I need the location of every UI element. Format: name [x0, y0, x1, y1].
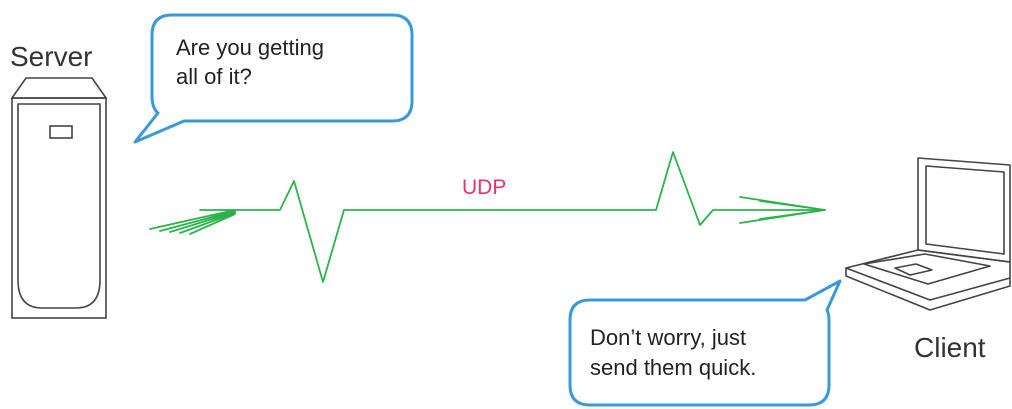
client-speech-bubble — [568, 279, 842, 407]
signal-arrowhead — [739, 196, 826, 224]
signal-tail-fletching — [149, 209, 236, 235]
udp-signal-line — [149, 151, 826, 283]
server-tower-icon — [10, 77, 108, 319]
server-bubble-text-line-1: Are you getting — [176, 35, 324, 60]
server-label: Server — [10, 41, 92, 72]
signal-wave — [199, 151, 826, 283]
server-speech-bubble — [133, 13, 414, 144]
client-bubble-text-line-2: send them quick. — [590, 355, 756, 380]
laptop-icon — [845, 157, 1011, 311]
protocol-label: UDP — [462, 176, 506, 199]
client-label: Client — [914, 332, 986, 363]
client-bubble-text-line-1: Don’t worry, just — [590, 325, 746, 350]
server-bubble-text-line-2: all of it? — [176, 64, 252, 89]
